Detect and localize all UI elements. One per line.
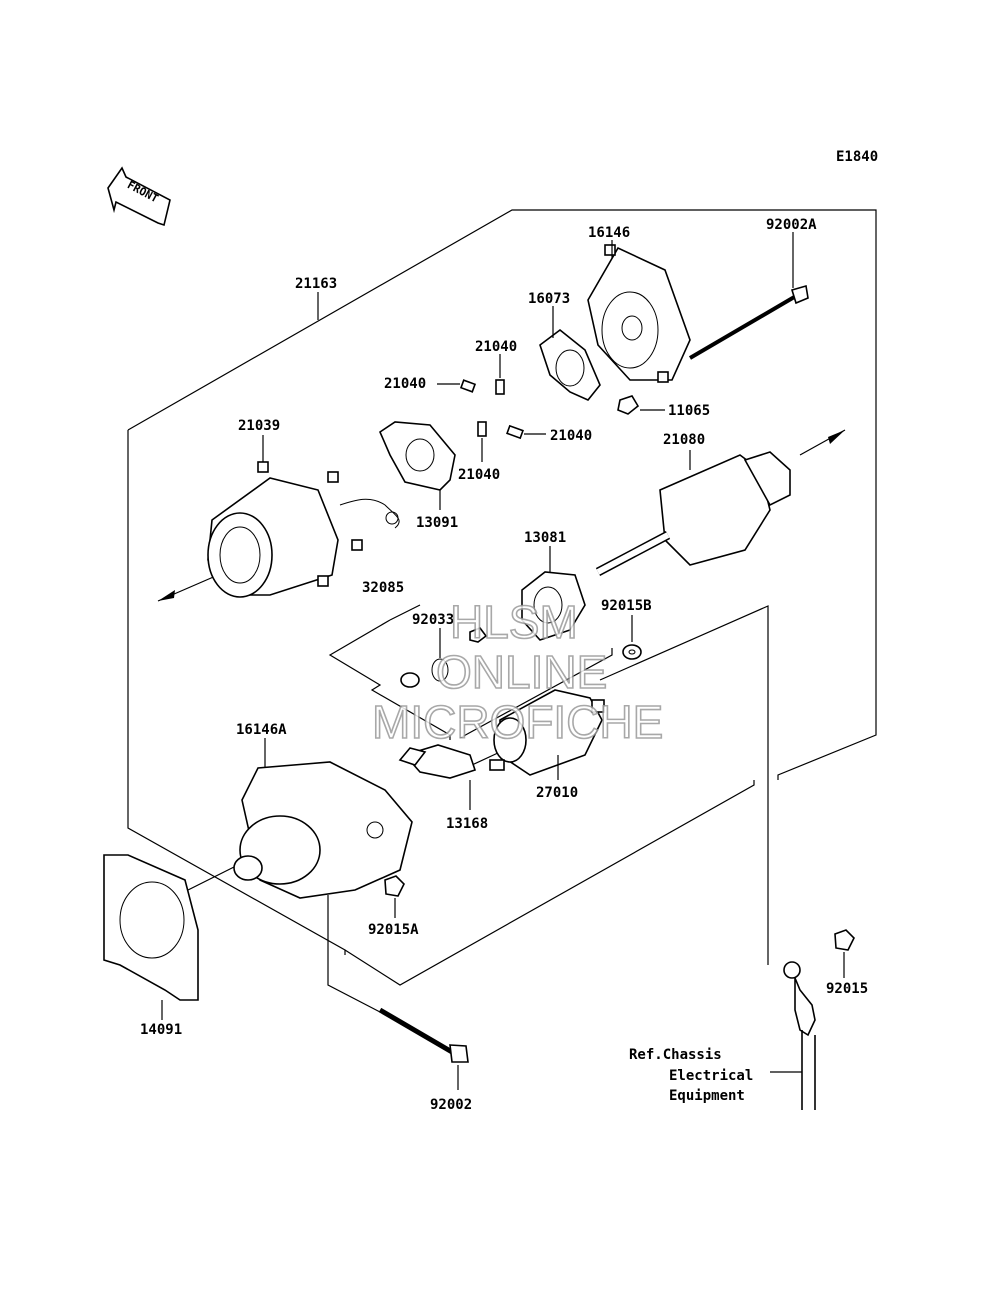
label-21040-b: 21040 [475,339,517,355]
part-92002a-bolt [688,284,809,360]
label-16073: 16073 [528,291,570,307]
part-27010-solenoid [489,689,605,776]
label-13168: 13168 [446,816,488,832]
label-16146a: 16146A [236,722,287,738]
label-13081: 13081 [524,530,566,546]
part-92015b-washer [622,644,642,660]
part-21040-spring-d [506,424,524,440]
watermark-line-3: MICROFICHE [372,696,663,748]
part-14091-cover [103,854,199,1001]
assembly-outline-bottom [344,780,755,986]
label-21040-a: 21040 [384,376,426,392]
subgroup-32085-right [459,648,613,739]
watermark-line-2: ONLINE [436,646,607,698]
part-21040-spring-b [495,379,505,395]
part-13168-lever [398,744,477,779]
part-21039-yoke [207,461,400,598]
part-13091-brush-holder [378,421,456,491]
ref-note-line-1: Ref.Chassis [629,1047,722,1063]
label-11065: 11065 [668,403,710,419]
label-21080: 21080 [663,432,705,448]
label-21040-d: 21040 [550,428,592,444]
watermark-line-1: HLSM [450,596,578,648]
watermark: HLSM ONLINE MICROFICHE [371,595,664,749]
battery-cable [770,961,816,1110]
label-92033: 92033 [412,612,454,628]
part-21080-armature [595,451,791,576]
axis-line-mid [471,751,501,766]
ref-note-line-3: Equipment [669,1088,745,1104]
axis-arrow-left [158,590,175,601]
label-13091: 13091 [416,515,458,531]
part-13081-clutch [521,571,586,641]
part-92015a-nut [384,875,405,897]
part-11065-nut [617,395,640,415]
part-16146a-front-housing [233,761,413,899]
subgroup-32085-top [389,604,421,621]
ref-note-line-2: Electrical [669,1068,753,1084]
subgroup-32085-outline [328,619,451,740]
front-arrow-icon: FRONT [107,166,171,227]
label-27010: 27010 [536,785,578,801]
label-92015: 92015 [826,981,868,997]
bracket-92015b [599,605,769,965]
label-21039: 21039 [238,418,280,434]
diagram-code: E1840 [836,149,878,165]
part-21040-spring-c [477,421,487,437]
bolt-axis-92002 [327,895,381,1013]
label-16146: 16146 [588,225,630,241]
label-32085: 32085 [362,580,404,596]
assembly-outline [127,209,877,780]
part-16073-plate [539,328,601,401]
axis-arrow-right [828,430,845,444]
part-92002-bolt [378,1007,469,1063]
part-retainer-washer [400,627,488,688]
label-92015b: 92015B [601,598,652,614]
label-92015a: 92015A [368,922,419,938]
label-21040-c: 21040 [458,467,500,483]
assembly-outline-lower [127,430,346,955]
part-92015-nut [834,929,855,951]
label-14091: 14091 [140,1022,182,1038]
label-92002a: 92002A [766,217,817,233]
part-92033-ring [431,658,449,682]
part-16146-rear-cover [587,244,691,383]
label-21163: 21163 [295,276,337,292]
label-92002: 92002 [430,1097,472,1113]
part-21040-spring-a [459,379,477,393]
